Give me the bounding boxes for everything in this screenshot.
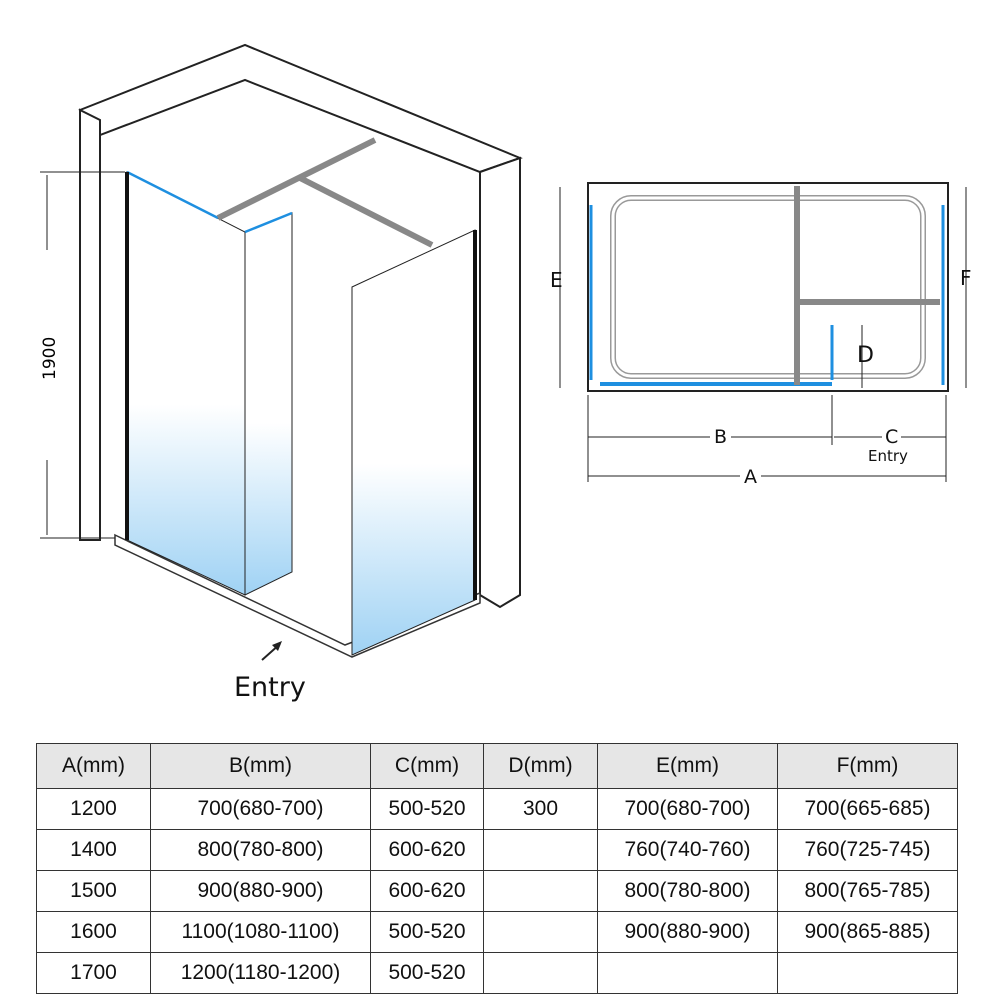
cell: 1400	[36, 829, 151, 871]
plan-entry-label: Entry	[868, 447, 908, 465]
cell	[777, 952, 958, 994]
cell: 500-520	[370, 911, 484, 953]
cell: 800(780-800)	[150, 829, 371, 871]
shower-3d-diagram: 1900	[40, 43, 523, 661]
cell: 600-620	[370, 870, 484, 912]
shower-tray	[114, 533, 481, 658]
cell: 800(780-800)	[597, 870, 778, 912]
header-f: F(mm)	[777, 743, 958, 789]
cell: 1100(1080-1100)	[150, 911, 371, 953]
cell	[483, 952, 598, 994]
cell: 760(740-760)	[597, 829, 778, 871]
entry-label: Entry	[234, 672, 306, 703]
cell: 900(865-885)	[777, 911, 958, 953]
cell: 300	[483, 788, 598, 830]
cell: 1700	[36, 952, 151, 994]
support-bar	[216, 137, 377, 221]
plan-label-f: F	[960, 266, 972, 290]
header-e: E(mm)	[597, 743, 778, 789]
cell: 700(680-700)	[150, 788, 371, 830]
header-c: C(mm)	[370, 743, 484, 789]
height-label: 1900	[40, 337, 60, 380]
cell: 800(765-785)	[777, 870, 958, 912]
cell	[483, 829, 598, 871]
dimensions-table: A(mm) B(mm) C(mm) D(mm) E(mm) F(mm) 1200…	[36, 743, 958, 994]
cell: 760(725-745)	[777, 829, 958, 871]
cell: 700(665-685)	[777, 788, 958, 830]
header-b: B(mm)	[150, 743, 371, 789]
cell	[483, 870, 598, 912]
plan-label-b: B	[710, 426, 732, 448]
cell: 1200(1180-1200)	[150, 952, 371, 994]
table-header-row: A(mm) B(mm) C(mm) D(mm) E(mm) F(mm)	[36, 743, 958, 789]
cell	[483, 911, 598, 953]
plan-label-c: C	[882, 426, 902, 448]
plan-label-d: D	[857, 343, 874, 368]
cell: 700(680-700)	[597, 788, 778, 830]
plan-label-e: E	[550, 268, 563, 292]
cell: 1200	[36, 788, 151, 830]
header-a: A(mm)	[36, 743, 151, 789]
cell: 900(880-900)	[150, 870, 371, 912]
cell: 1600	[36, 911, 151, 953]
support-bar	[298, 175, 434, 248]
header-d: D(mm)	[483, 743, 598, 789]
left-wall	[79, 108, 101, 541]
cell: 1500	[36, 870, 151, 912]
cell	[597, 952, 778, 994]
cell: 500-520	[370, 788, 484, 830]
plan-view-diagram	[559, 182, 967, 482]
cell: 500-520	[370, 952, 484, 994]
right-wall	[479, 156, 521, 609]
cell: 900(880-900)	[597, 911, 778, 953]
cell: 600-620	[370, 829, 484, 871]
plan-label-a: A	[740, 466, 761, 488]
